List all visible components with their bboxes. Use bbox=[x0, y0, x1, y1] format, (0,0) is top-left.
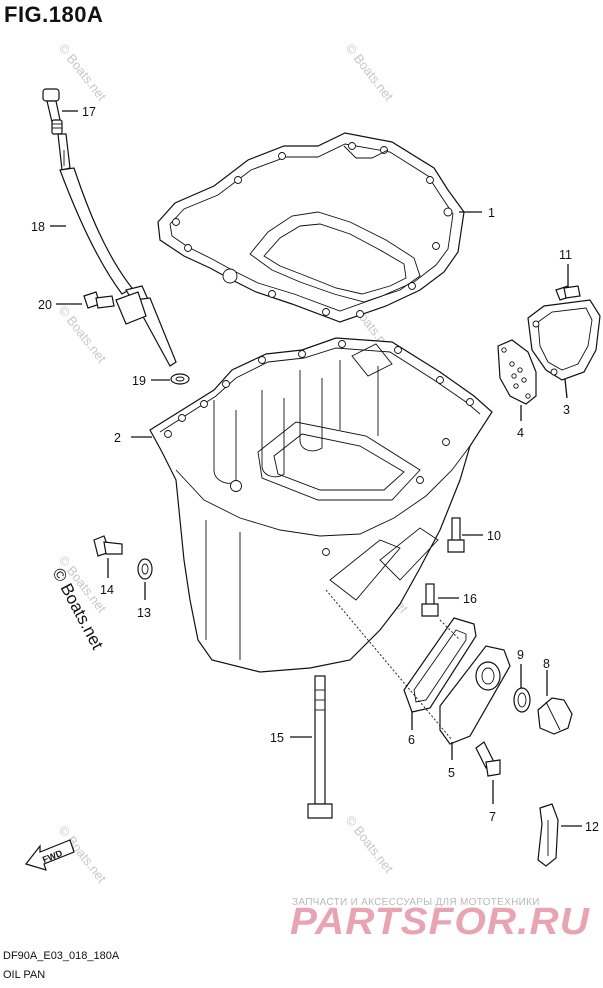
watermark-top-right: © Boats.net bbox=[343, 41, 397, 104]
callout-17: 17 bbox=[82, 105, 96, 119]
callout-7: 7 bbox=[489, 810, 496, 824]
figure-title: FIG.180A bbox=[4, 2, 104, 27]
watermark-bottom-right: © Boats.net bbox=[343, 813, 397, 876]
callout-20: 20 bbox=[38, 298, 52, 312]
part-9-o-ring bbox=[513, 687, 531, 713]
partsfor-logo: PARTSFOR.RU bbox=[290, 901, 591, 943]
fwd-arrow: FWD bbox=[24, 839, 75, 871]
callout-12: 12 bbox=[585, 820, 599, 834]
part-19-washer bbox=[170, 373, 190, 385]
callout-8: 8 bbox=[543, 657, 550, 671]
callout-10: 10 bbox=[487, 529, 501, 543]
callout-13: 13 bbox=[137, 606, 151, 620]
callout-19: 19 bbox=[132, 374, 146, 388]
leader-lines bbox=[50, 110, 582, 827]
part-15-long-bolt bbox=[307, 675, 333, 819]
callout-16: 16 bbox=[463, 592, 477, 606]
part-14-bolt bbox=[93, 535, 123, 557]
part-18-dipstick-guide bbox=[59, 167, 177, 367]
watermark-mid-left: © Boats.net bbox=[56, 303, 110, 366]
watermark-top-left: © Boats.net bbox=[56, 41, 110, 104]
part-5-plate bbox=[439, 645, 511, 745]
part-4-gasket bbox=[497, 339, 537, 405]
callout-18: 18 bbox=[31, 220, 45, 234]
callout-9: 9 bbox=[517, 648, 524, 662]
figure-name: OIL PAN bbox=[3, 969, 46, 981]
part-13-washer bbox=[137, 558, 153, 580]
part-12-bracket bbox=[537, 803, 559, 867]
part-1-gasket bbox=[157, 132, 465, 323]
part-16-bolt bbox=[421, 583, 439, 617]
part-8-drain-plug bbox=[537, 697, 573, 735]
figure-code: DF90A_E03_018_180A bbox=[3, 950, 120, 962]
callout-15: 15 bbox=[270, 731, 284, 745]
callout-2: 2 bbox=[114, 431, 121, 445]
callout-11: 11 bbox=[559, 248, 572, 262]
callout-5: 5 bbox=[448, 766, 455, 780]
part-11-bolt bbox=[555, 285, 581, 301]
part-3-cover bbox=[527, 299, 601, 381]
callout-1: 1 bbox=[488, 206, 495, 220]
callout-3: 3 bbox=[563, 403, 570, 417]
callout-14: 14 bbox=[100, 583, 114, 597]
part-10-bolt bbox=[447, 517, 465, 553]
callout-labels: 1 2 3 4 5 6 7 8 9 10 11 12 13 14 15 16 1… bbox=[31, 105, 599, 834]
callout-6: 6 bbox=[408, 733, 415, 747]
partsfor-tagline: ЗАПЧАСТИ И АКСЕССУАРЫ ДЛЯ МОТОТЕХНИКИ bbox=[292, 897, 540, 908]
part-7-bolt bbox=[475, 741, 501, 777]
part-17-dipstick bbox=[42, 88, 71, 171]
callout-4: 4 bbox=[517, 426, 524, 440]
part-20-bolt bbox=[83, 291, 115, 309]
part-2-oil-pan bbox=[149, 337, 493, 673]
